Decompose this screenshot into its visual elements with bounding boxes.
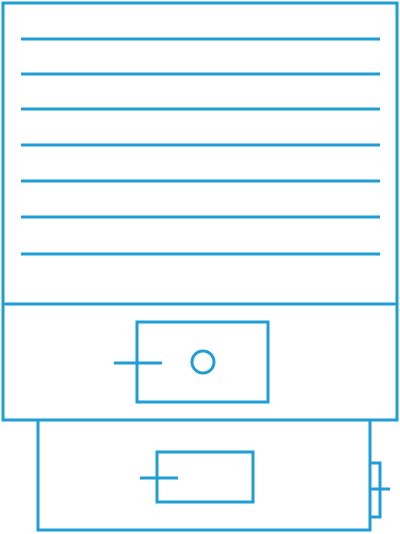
vent-lines	[21, 37, 380, 256]
knob-icon	[190, 349, 216, 375]
upper-drawer-panel	[114, 320, 270, 404]
lower-module-body	[36, 418, 372, 532]
lower-module	[36, 418, 390, 532]
cabinet-body	[1, 1, 399, 422]
